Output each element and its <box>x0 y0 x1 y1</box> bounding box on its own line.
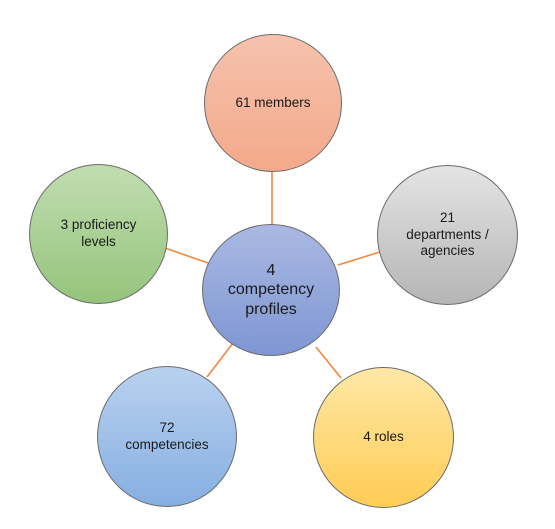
node-departments-label-3: agencies <box>420 243 475 259</box>
node-roles-label: 4 roles <box>363 429 404 445</box>
node-center: 4 competency profiles <box>202 224 340 356</box>
node-proficiency-label-1: 3 proficiency <box>60 217 137 233</box>
node-competencies-label-1: 72 <box>159 419 175 435</box>
node-center-label-3: profiles <box>245 300 297 318</box>
connector-roles <box>315 346 342 379</box>
node-proficiency: 3 proficiency levels <box>29 164 168 304</box>
node-center-label-2: competency <box>227 281 315 299</box>
node-roles: 4 roles <box>313 367 454 508</box>
node-members-label: 61 members <box>235 94 311 110</box>
node-center-label-1: 4 <box>266 262 276 280</box>
connector-competencies <box>206 342 234 378</box>
node-competencies-label-2: competencies <box>125 436 209 452</box>
connector-departments <box>337 251 381 266</box>
node-departments-label-2: departments / <box>406 226 489 242</box>
node-members: 61 members <box>204 34 342 172</box>
node-proficiency-label-2: levels <box>81 234 116 249</box>
node-departments-label-1: 21 <box>439 209 455 225</box>
node-departments: 21 departments / agencies <box>377 165 518 305</box>
connector-proficiency <box>164 247 209 264</box>
node-competencies: 72 competencies <box>97 366 237 507</box>
